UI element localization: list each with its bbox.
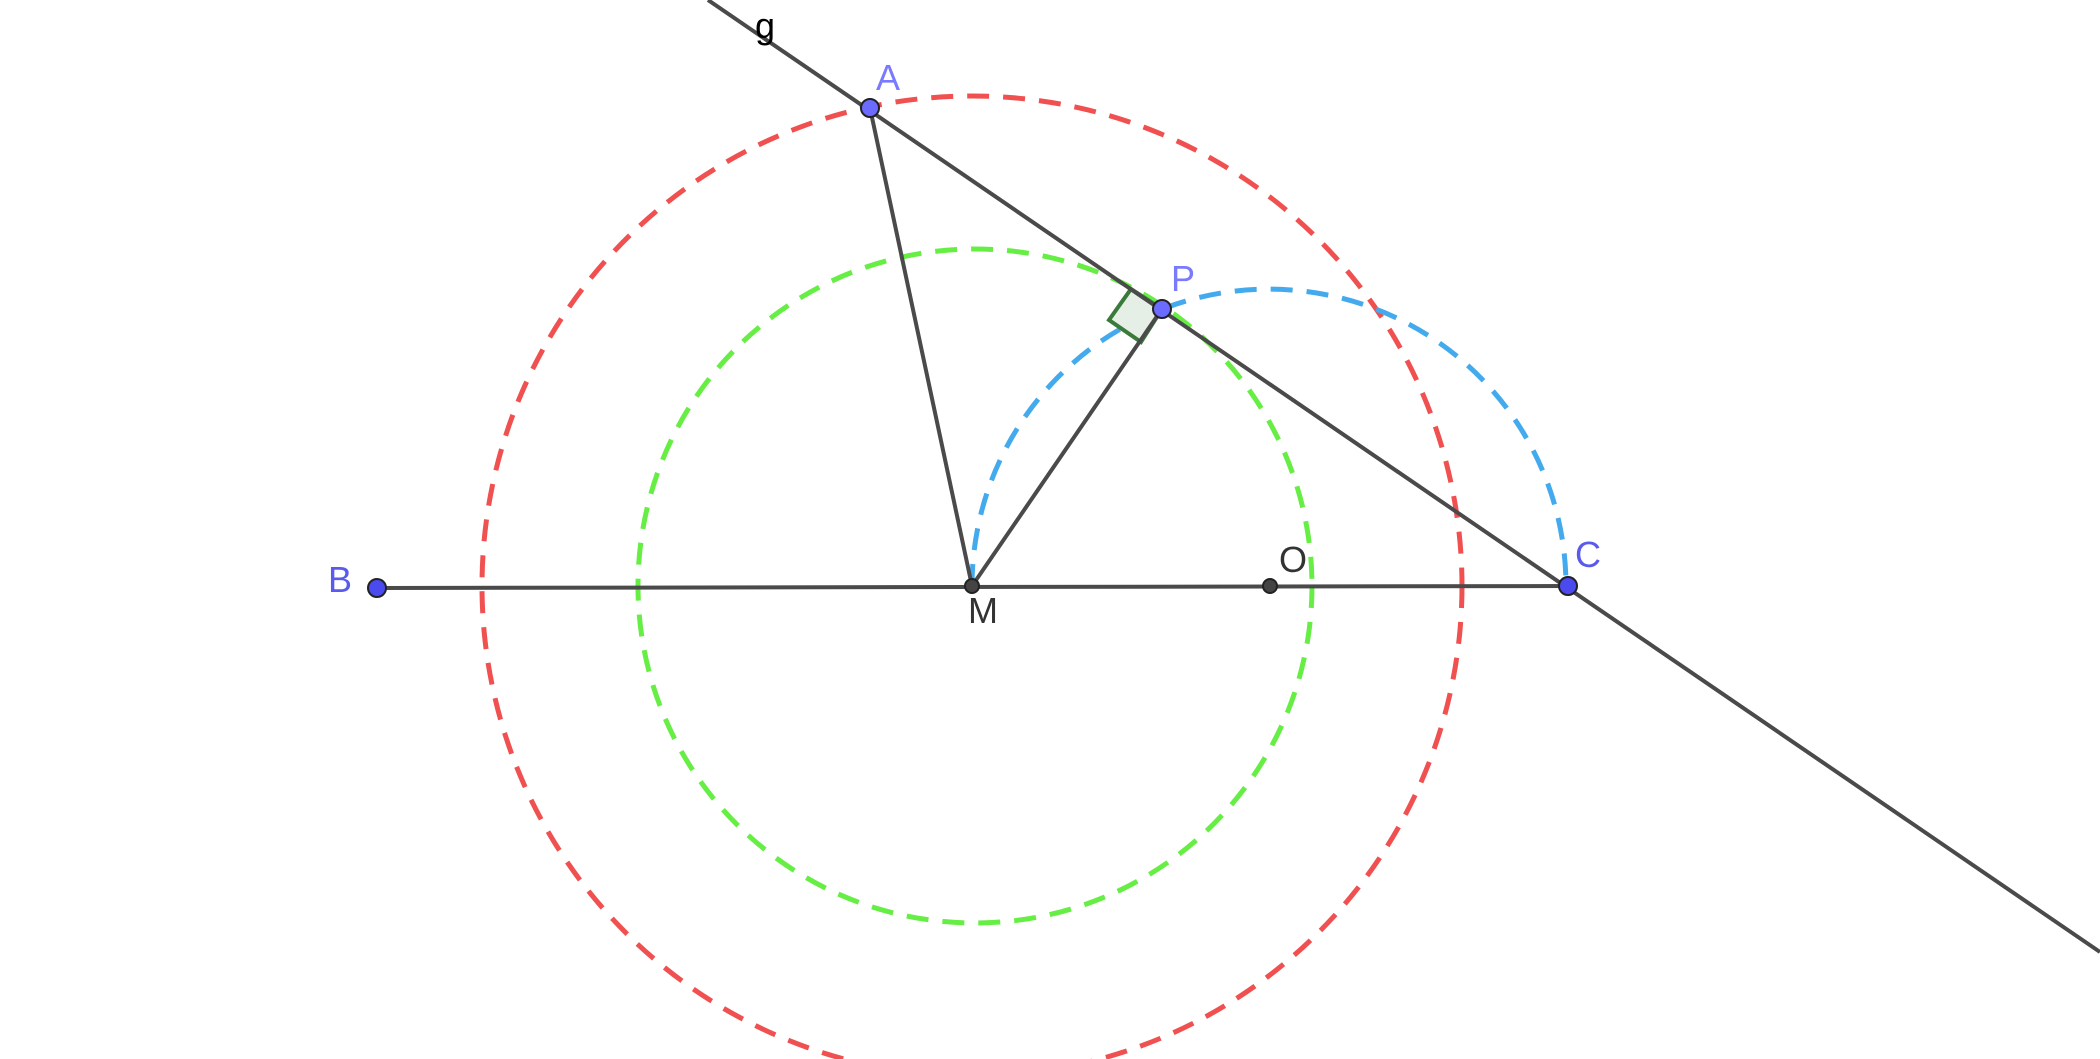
label-g: g bbox=[755, 5, 775, 46]
right-angle-marker bbox=[1106, 286, 1165, 345]
segment-ma bbox=[868, 107, 974, 587]
label-m: M bbox=[968, 590, 998, 631]
point-m[interactable] bbox=[964, 578, 980, 594]
point-a[interactable] bbox=[860, 98, 880, 118]
blue-dashed-semicircle bbox=[969, 286, 1569, 587]
line-g bbox=[706, 0, 2100, 954]
point-c[interactable] bbox=[1558, 576, 1578, 596]
point-b[interactable] bbox=[367, 578, 387, 598]
point-p[interactable] bbox=[1152, 299, 1172, 319]
label-p: P bbox=[1171, 258, 1195, 299]
label-c: C bbox=[1575, 534, 1601, 575]
point-o[interactable] bbox=[1262, 578, 1278, 594]
label-b: B bbox=[328, 559, 352, 600]
label-o: O bbox=[1279, 539, 1307, 580]
label-a: A bbox=[876, 57, 900, 98]
segment-mp bbox=[970, 307, 1164, 588]
